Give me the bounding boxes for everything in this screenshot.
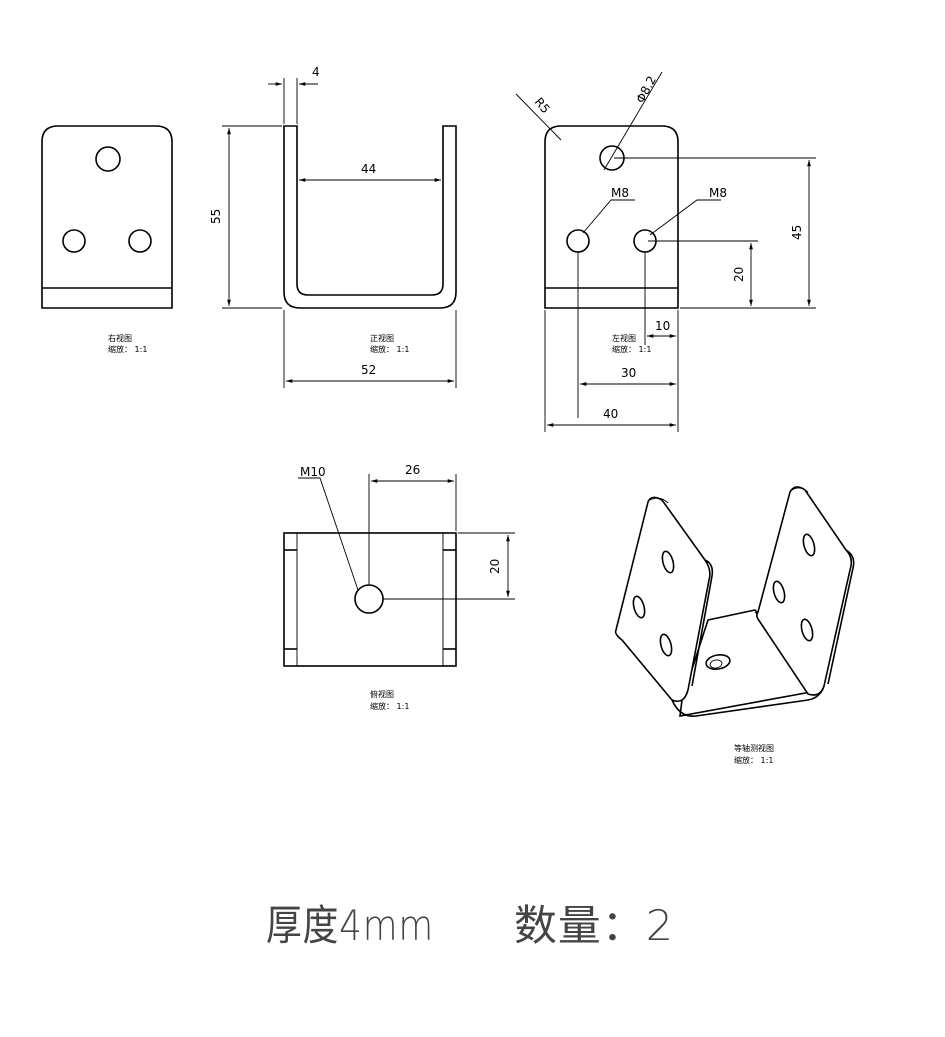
dim-plate-width: 40 — [603, 407, 618, 421]
dim-height: 55 — [209, 209, 223, 224]
right-view: 右视图 缩放： 1:1 — [41, 125, 173, 354]
dim-bottom-offset-x: 26 — [405, 463, 420, 477]
quantity-note: 数量：2 — [514, 901, 674, 950]
dim-thickness: 4 — [312, 65, 320, 79]
dim-hole-height: 45 — [790, 225, 804, 240]
iso-view-scale: 缩放： 1:1 — [734, 755, 773, 765]
iso-bottom-hole — [705, 653, 731, 671]
iso-left-hole-top — [661, 550, 675, 574]
left-view-hole-left — [566, 229, 590, 253]
iso-right-hole-top — [802, 533, 816, 557]
iso-left-hole-bottom — [659, 633, 673, 657]
iso-view-label: 等轴测视图 — [734, 743, 774, 753]
iso-right-hole-mid — [772, 580, 786, 604]
iso-left-hole-mid — [632, 595, 646, 619]
dim-overall-width: 52 — [361, 363, 376, 377]
iso-right-hole-bottom — [800, 618, 814, 642]
right-view-hole-left — [62, 229, 86, 253]
dim-thread-right: M8 — [709, 186, 727, 200]
dim-inner-width: 44 — [361, 162, 376, 176]
dim-edge-offset: 10 — [655, 319, 670, 333]
front-view-scale: 缩放： 1:1 — [370, 344, 409, 354]
thickness-note: 厚度4mm — [266, 901, 434, 950]
left-view: R5 Φ8.2 M8 M8 45 20 10 30 40 左视图 缩放： 1:1 — [515, 71, 816, 432]
right-view-label: 右视图 — [108, 333, 132, 343]
dim-bottom-thread: M10 — [300, 465, 326, 479]
front-view: 4 44 55 52 正视图 缩放： 1:1 — [209, 65, 457, 388]
isometric-view: 等轴测视图 缩放： 1:1 — [614, 486, 855, 765]
right-view-hole-top — [95, 146, 121, 172]
dim-thread-left: M8 — [611, 186, 629, 200]
dim-bottom-offset-y: 20 — [488, 559, 502, 574]
front-view-label: 正视图 — [370, 333, 394, 343]
dim-hole-spacing: 30 — [621, 366, 636, 380]
dim-thread-height: 20 — [732, 267, 746, 282]
left-view-scale: 缩放： 1:1 — [612, 344, 651, 354]
dim-hole-dia: Φ8.2 — [633, 74, 659, 106]
bottom-thread-hole — [354, 584, 384, 614]
top-view-label: 俯视图 — [370, 689, 394, 699]
right-view-hole-right — [128, 229, 152, 253]
top-view: M10 26 20 俯视图 缩放： 1:1 — [283, 463, 515, 711]
right-view-scale: 缩放： 1:1 — [108, 344, 147, 354]
top-view-scale: 缩放： 1:1 — [370, 701, 409, 711]
left-view-label: 左视图 — [612, 333, 636, 343]
